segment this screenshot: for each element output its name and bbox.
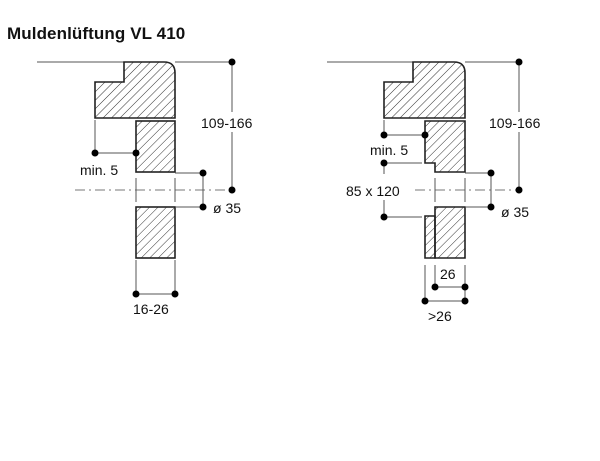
cutout-dim-label: 85 x 120 — [346, 183, 400, 199]
dim-dot — [421, 297, 429, 305]
min-dim-label: min. 5 — [80, 162, 118, 178]
height-dim-label: 109-166 — [201, 115, 253, 131]
dim-dot — [487, 203, 495, 211]
dim-dot — [461, 297, 469, 305]
worktop-section — [94, 61, 176, 119]
dim-dot — [461, 283, 469, 291]
panel-dim-label: 26 — [440, 266, 456, 282]
lower-panel-section — [135, 206, 176, 259]
dim-dot — [132, 149, 140, 157]
dim-dot — [380, 213, 388, 221]
upper-panel-section — [135, 120, 176, 173]
hole-dim-label: ø 35 — [501, 204, 529, 220]
dim-dot — [171, 290, 179, 298]
dim-dot — [199, 203, 207, 211]
page-title: Muldenlüftung VL 410 — [7, 24, 186, 43]
dim-dot — [487, 169, 495, 177]
worktop-section — [383, 61, 466, 119]
dim-dot — [91, 149, 99, 157]
total-dim-label: >26 — [428, 308, 452, 324]
min-dim-label: min. 5 — [370, 142, 408, 158]
lower-panel-layer — [424, 215, 436, 259]
right-drawing: min. 5 85 x 120 ø 35 109-166 26 — [327, 58, 541, 324]
height-dim-label: 109-166 — [489, 115, 541, 131]
dim-dot — [431, 283, 439, 291]
dim-dot — [199, 169, 207, 177]
dim-dot — [228, 186, 236, 194]
dim-dot — [380, 159, 388, 167]
upper-panel-section — [424, 120, 466, 173]
dim-dot — [515, 58, 523, 66]
dim-dot — [515, 186, 523, 194]
hole-dim-label: ø 35 — [213, 200, 241, 216]
left-drawing: min. 5 ø 35 109-166 16-26 — [37, 58, 253, 317]
dim-dot — [132, 290, 140, 298]
lower-panel-section — [434, 206, 466, 259]
dim-dot — [228, 58, 236, 66]
dim-dot — [421, 131, 429, 139]
thickness-dim-label: 16-26 — [133, 301, 169, 317]
dim-dot — [380, 131, 388, 139]
